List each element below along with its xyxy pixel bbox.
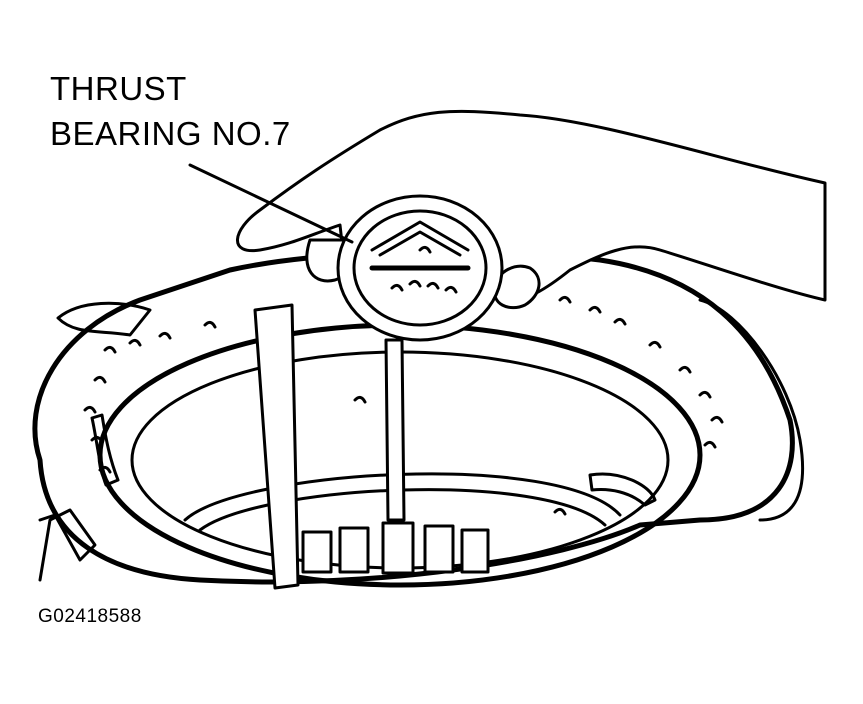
callout-label-line1: THRUST bbox=[50, 70, 187, 107]
thrust-bearing-inner bbox=[352, 209, 488, 327]
flange-slot-right bbox=[588, 472, 657, 507]
depth-gauge-rod bbox=[384, 338, 406, 522]
flange-slot-left bbox=[90, 413, 120, 487]
callout-label-line2: BEARING NO.7 bbox=[50, 115, 291, 152]
straightedge-tool bbox=[253, 303, 300, 590]
case-flange-ledge-right bbox=[698, 298, 805, 522]
case-flange-ledge-left bbox=[56, 301, 152, 337]
bolt-holes bbox=[83, 295, 724, 516]
hand bbox=[236, 109, 827, 303]
thrust-bearing-rollers bbox=[390, 245, 458, 294]
thrust-bearing-detail-top bbox=[370, 220, 470, 257]
case-flange-outer bbox=[32, 248, 795, 585]
callout-leader bbox=[188, 163, 354, 244]
finger-right bbox=[492, 264, 541, 310]
figure-id: G02418588 bbox=[38, 606, 142, 627]
clutch-teeth bbox=[301, 521, 490, 575]
housing-bottom-left bbox=[38, 508, 97, 582]
